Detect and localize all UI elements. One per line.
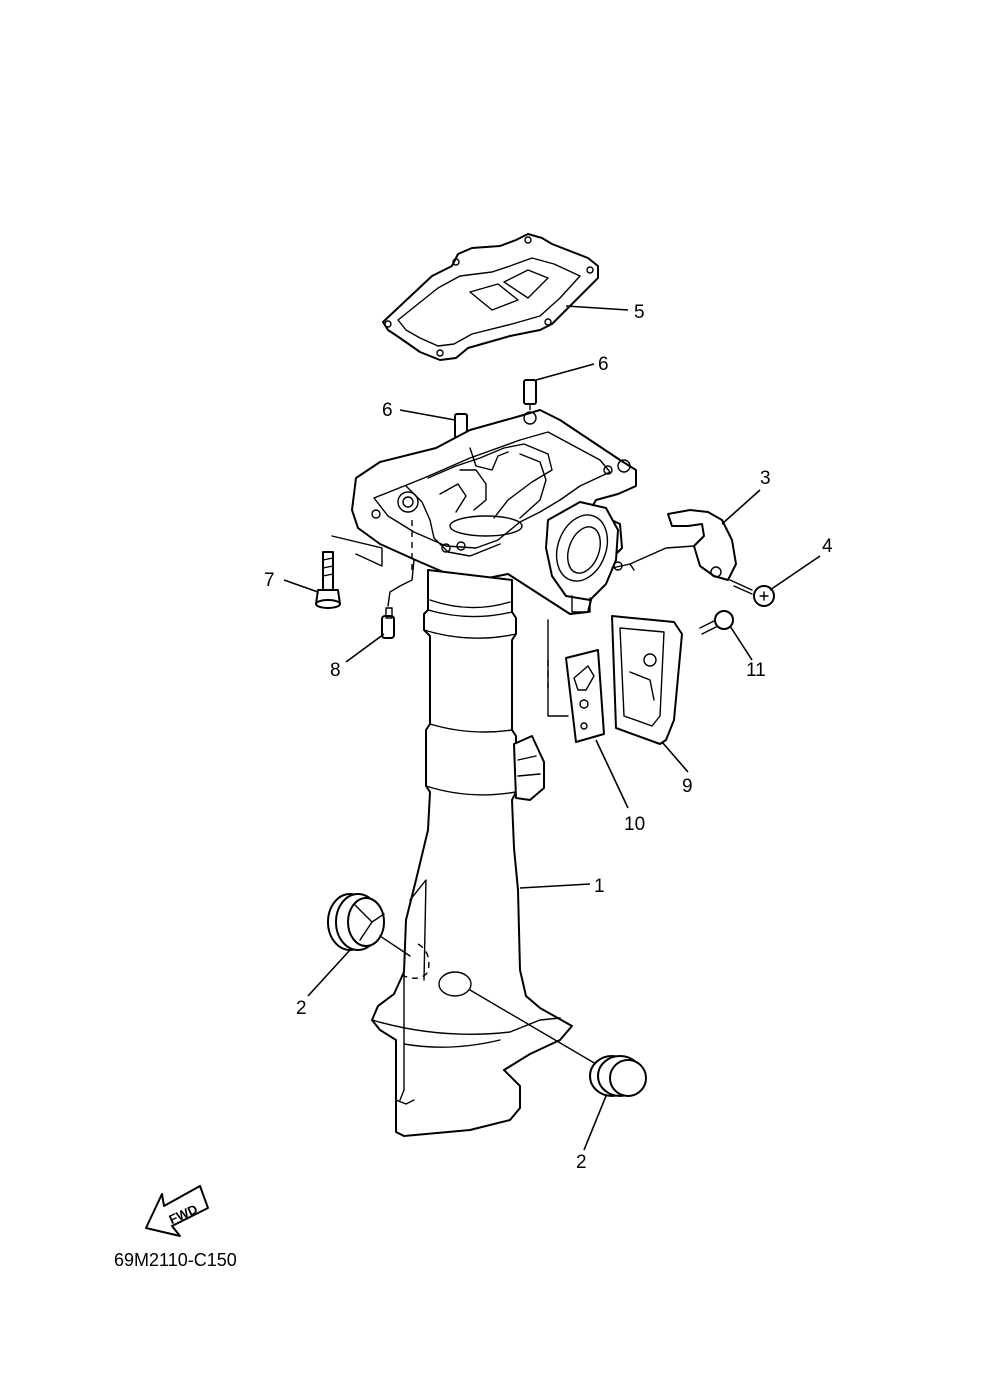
callout-label-3: 3	[760, 468, 771, 489]
callout-label-1: 1	[594, 876, 605, 897]
callout-leaders	[283, 305, 821, 1151]
upper-casing-part-1	[351, 409, 637, 1137]
callout-labels: 5 6 6 3 4 7 8 11 9 10 1 2 2	[264, 302, 833, 1173]
gasket-part-5	[382, 233, 599, 361]
figure-code: 69M2110-C150	[114, 1250, 237, 1270]
callout-label-2-left: 2	[296, 998, 307, 1019]
fitting-part-8	[381, 520, 415, 639]
callout-label-2-right: 2	[576, 1152, 587, 1173]
plug-part-2-right	[438, 971, 647, 1097]
callout-label-9: 9	[682, 776, 693, 797]
plate-part-10	[547, 619, 605, 743]
bolt-part-7	[315, 535, 383, 609]
callout-label-11: 11	[746, 660, 766, 681]
grommet-part-2-left	[327, 893, 411, 957]
callout-label-6-right: 6	[598, 354, 609, 375]
screw-part-11	[699, 610, 734, 635]
callout-label-5: 5	[634, 302, 645, 323]
callout-label-4: 4	[822, 536, 833, 557]
callout-label-8: 8	[330, 660, 341, 681]
fwd-arrow-icon: FWD	[145, 1185, 209, 1237]
callout-label-10: 10	[624, 814, 645, 835]
callout-label-7: 7	[264, 570, 275, 591]
cover-part-9	[611, 615, 683, 745]
screw-part-4	[729, 579, 775, 607]
bracket-part-3	[611, 509, 737, 581]
callout-label-6-left: 6	[382, 400, 393, 421]
